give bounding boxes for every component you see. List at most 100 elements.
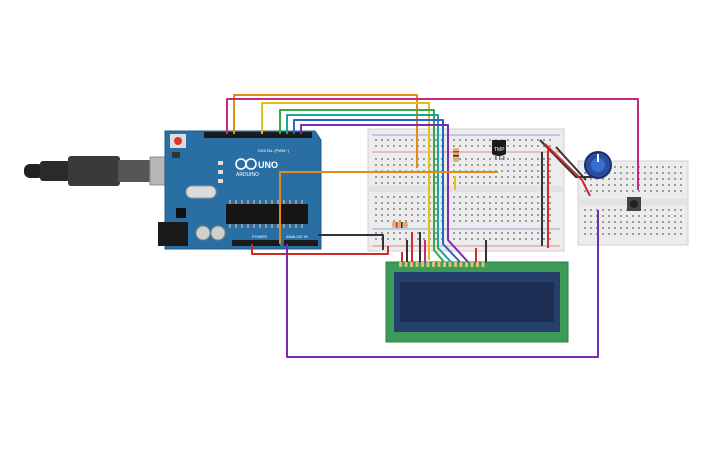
breadboard-hole[interactable]	[614, 166, 616, 168]
breadboard-hole[interactable]	[674, 184, 676, 186]
breadboard-hole[interactable]	[537, 220, 539, 222]
breadboard-hole[interactable]	[471, 238, 473, 240]
breadboard-hole[interactable]	[477, 214, 479, 216]
breadboard-hole[interactable]	[662, 221, 664, 223]
breadboard-hole[interactable]	[483, 196, 485, 198]
breadboard-hole[interactable]	[531, 232, 533, 234]
breadboard-hole[interactable]	[531, 202, 533, 204]
breadboard-hole[interactable]	[483, 214, 485, 216]
breadboard-hole[interactable]	[423, 214, 425, 216]
breadboard-hole[interactable]	[662, 166, 664, 168]
breadboard-hole[interactable]	[644, 221, 646, 223]
breadboard-hole[interactable]	[680, 166, 682, 168]
breadboard-hole[interactable]	[519, 158, 521, 160]
breadboard-hole[interactable]	[375, 139, 377, 141]
breadboard-hole[interactable]	[453, 238, 455, 240]
breadboard-hole[interactable]	[626, 215, 628, 217]
breadboard-hole[interactable]	[632, 172, 634, 174]
breadboard-hole[interactable]	[525, 145, 527, 147]
breadboard-hole[interactable]	[465, 208, 467, 210]
breadboard-hole[interactable]	[393, 238, 395, 240]
breadboard-hole[interactable]	[513, 202, 515, 204]
breadboard-hole[interactable]	[471, 164, 473, 166]
breadboard-hole[interactable]	[513, 139, 515, 141]
breadboard-hole[interactable]	[537, 158, 539, 160]
breadboard-hole[interactable]	[602, 178, 604, 180]
breadboard-hole[interactable]	[584, 209, 586, 211]
breadboard-hole[interactable]	[435, 164, 437, 166]
breadboard-hole[interactable]	[680, 178, 682, 180]
breadboard-hole[interactable]	[650, 233, 652, 235]
breadboard-hole[interactable]	[549, 214, 551, 216]
breadboard-hole[interactable]	[525, 214, 527, 216]
breadboard-hole[interactable]	[423, 196, 425, 198]
breadboard-hole[interactable]	[393, 202, 395, 204]
breadboard-hole[interactable]	[435, 214, 437, 216]
breadboard-hole[interactable]	[531, 238, 533, 240]
breadboard-hole[interactable]	[680, 221, 682, 223]
breadboard-hole[interactable]	[393, 214, 395, 216]
breadboard-hole[interactable]	[549, 208, 551, 210]
breadboard-hole[interactable]	[632, 221, 634, 223]
breadboard-hole[interactable]	[590, 221, 592, 223]
breadboard-hole[interactable]	[501, 232, 503, 234]
breadboard-hole[interactable]	[537, 170, 539, 172]
breadboard-hole[interactable]	[405, 145, 407, 147]
breadboard-hole[interactable]	[489, 220, 491, 222]
breadboard-hole[interactable]	[608, 221, 610, 223]
breadboard-hole[interactable]	[489, 139, 491, 141]
breadboard-hole[interactable]	[519, 176, 521, 178]
breadboard-hole[interactable]	[507, 158, 509, 160]
breadboard-hole[interactable]	[513, 208, 515, 210]
breadboard-hole[interactable]	[477, 232, 479, 234]
breadboard-hole[interactable]	[495, 202, 497, 204]
breadboard-hole[interactable]	[471, 220, 473, 222]
breadboard-hole[interactable]	[489, 208, 491, 210]
breadboard-hole[interactable]	[399, 196, 401, 198]
breadboard-hole[interactable]	[584, 221, 586, 223]
breadboard-hole[interactable]	[656, 178, 658, 180]
breadboard-hole[interactable]	[375, 220, 377, 222]
breadboard-hole[interactable]	[483, 176, 485, 178]
breadboard-hole[interactable]	[459, 214, 461, 216]
breadboard-hole[interactable]	[614, 227, 616, 229]
breadboard-hole[interactable]	[411, 214, 413, 216]
breadboard-hole[interactable]	[680, 215, 682, 217]
breadboard-hole[interactable]	[465, 164, 467, 166]
breadboard-hole[interactable]	[608, 184, 610, 186]
breadboard-hole[interactable]	[632, 166, 634, 168]
breadboard-hole[interactable]	[656, 233, 658, 235]
breadboard-hole[interactable]	[632, 233, 634, 235]
breadboard-hole[interactable]	[543, 214, 545, 216]
breadboard-hole[interactable]	[620, 184, 622, 186]
breadboard-hole[interactable]	[614, 184, 616, 186]
breadboard-hole[interactable]	[549, 202, 551, 204]
breadboard-hole[interactable]	[507, 232, 509, 234]
breadboard-hole[interactable]	[417, 232, 419, 234]
breadboard-hole[interactable]	[399, 176, 401, 178]
breadboard-hole[interactable]	[662, 209, 664, 211]
breadboard-hole[interactable]	[531, 158, 533, 160]
breadboard-hole[interactable]	[375, 145, 377, 147]
breadboard-hole[interactable]	[656, 184, 658, 186]
breadboard-hole[interactable]	[495, 164, 497, 166]
breadboard-hole[interactable]	[662, 233, 664, 235]
breadboard-hole[interactable]	[680, 209, 682, 211]
breadboard-hole[interactable]	[465, 202, 467, 204]
breadboard-hole[interactable]	[453, 214, 455, 216]
breadboard-hole[interactable]	[393, 196, 395, 198]
breadboard-hole[interactable]	[644, 215, 646, 217]
breadboard-hole[interactable]	[483, 182, 485, 184]
breadboard-hole[interactable]	[495, 214, 497, 216]
breadboard-hole[interactable]	[405, 182, 407, 184]
breadboard-hole[interactable]	[537, 196, 539, 198]
breadboard-hole[interactable]	[459, 220, 461, 222]
breadboard-hole[interactable]	[417, 208, 419, 210]
breadboard-hole[interactable]	[525, 202, 527, 204]
breadboard-hole[interactable]	[501, 196, 503, 198]
breadboard-hole[interactable]	[543, 182, 545, 184]
breadboard-hole[interactable]	[650, 166, 652, 168]
breadboard-hole[interactable]	[537, 214, 539, 216]
breadboard-hole[interactable]	[531, 139, 533, 141]
breadboard-hole[interactable]	[465, 145, 467, 147]
